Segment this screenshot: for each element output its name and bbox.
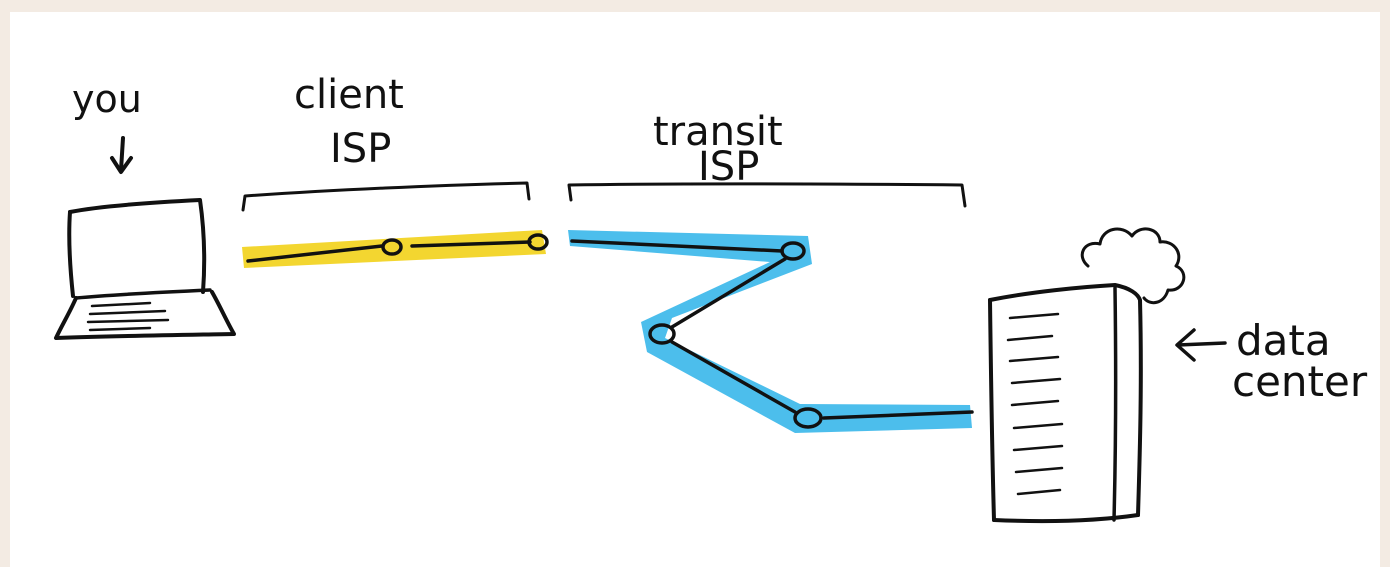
diagram-paper: [10, 12, 1380, 567]
transit-isp-highlight: [568, 230, 972, 433]
client-isp-label-line2: ISP: [330, 126, 391, 172]
data-center-label-line2: center: [1232, 357, 1368, 406]
server-tower-icon: [988, 283, 1143, 524]
client-isp-highlight: [242, 230, 546, 268]
laptop-icon: [54, 198, 236, 340]
transit-isp-bracket: [567, 182, 967, 208]
client-isp-bracket: [241, 181, 531, 212]
you-label: you: [72, 77, 142, 121]
client-isp-label-line1: client: [294, 72, 404, 118]
down-arrow-icon: [110, 136, 133, 174]
cloud-icon: [1080, 227, 1186, 305]
data-center-label-line1: data: [1236, 316, 1331, 365]
left-arrow-icon: [1175, 328, 1227, 362]
transit-isp-label-line2: ISP: [698, 144, 759, 190]
transit-isp-label-line1: transit: [653, 109, 783, 155]
client-isp-path: [246, 233, 549, 263]
transit-isp-path: [570, 239, 974, 429]
